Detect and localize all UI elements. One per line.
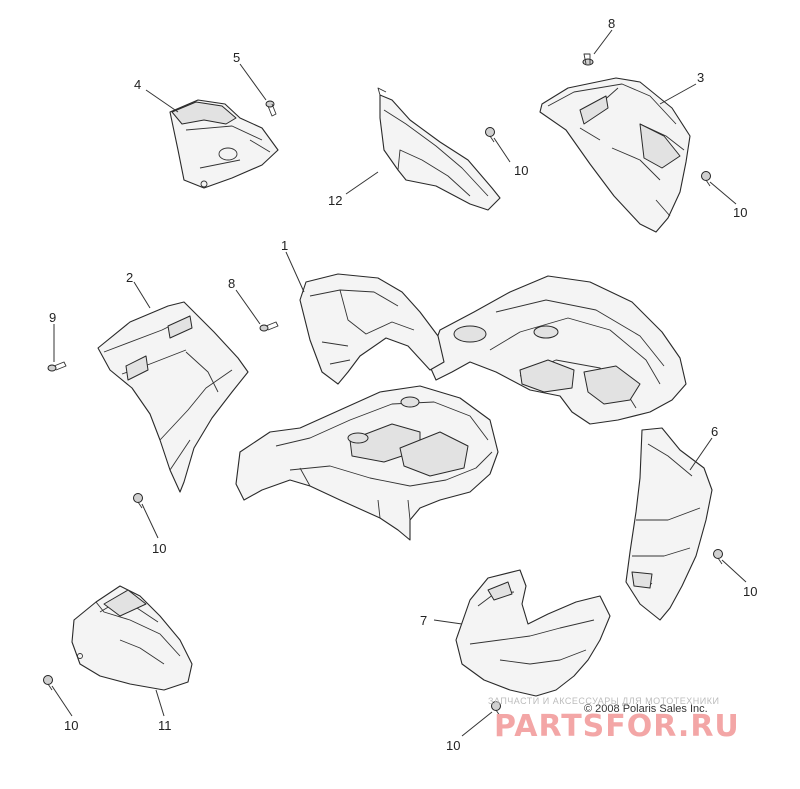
part-1-fender	[235, 273, 687, 541]
callout-10-d: 10	[743, 584, 757, 599]
fastener-10-rivet-b	[701, 171, 711, 187]
fastener-9-screw	[47, 361, 67, 372]
fastener-10-rivet-d	[713, 549, 723, 565]
callout-6: 6	[711, 424, 718, 439]
fastener-10-rivet-a	[485, 127, 495, 143]
fastener-10-rivet-c	[133, 493, 143, 509]
part-2-side-panel	[97, 301, 249, 493]
fastener-5-screw	[265, 100, 277, 117]
part-12-panel	[377, 87, 501, 211]
callout-10-c: 10	[152, 541, 166, 556]
callout-3: 3	[697, 70, 704, 85]
callout-1: 1	[281, 238, 288, 253]
callout-10-b: 10	[733, 205, 747, 220]
fastener-10-rivet-e	[43, 675, 53, 691]
callout-10-a: 10	[514, 163, 528, 178]
copyright-notice: © 2008 Polaris Sales Inc.	[584, 703, 708, 715]
callout-12: 12	[328, 193, 342, 208]
watermark-brand: PARTSFOR.RU	[494, 709, 740, 744]
callout-7: 7	[420, 613, 427, 628]
callout-5: 5	[233, 50, 240, 65]
callout-8-top: 8	[608, 16, 615, 31]
leader-lines	[51, 29, 747, 737]
callout-10-e: 10	[64, 718, 78, 733]
fastener-8-screw-top	[582, 53, 594, 66]
part-11-side-panel	[71, 585, 193, 691]
callout-labels: 1 2 3 4 5 6 7 8 8 9 10 10 10 10 10 10 11…	[49, 16, 757, 753]
part-3-side-panel	[539, 77, 691, 233]
callout-10-f: 10	[446, 738, 460, 753]
part-7-side-panel	[455, 569, 611, 697]
callout-8-left: 8	[228, 276, 235, 291]
part-6-side-panel	[625, 427, 713, 621]
callout-4: 4	[134, 77, 141, 92]
fastener-10-rivet-f	[491, 701, 501, 717]
callout-11: 11	[158, 718, 172, 733]
callout-2: 2	[126, 270, 133, 285]
watermark-tagline: ЗАПЧАСТИ И АКСЕССУАРЫ ДЛЯ МОТОТЕХНИКИ	[488, 696, 719, 706]
callout-9: 9	[49, 310, 56, 325]
fastener-8-screw-left	[259, 321, 279, 332]
part-4-cover	[169, 99, 279, 189]
